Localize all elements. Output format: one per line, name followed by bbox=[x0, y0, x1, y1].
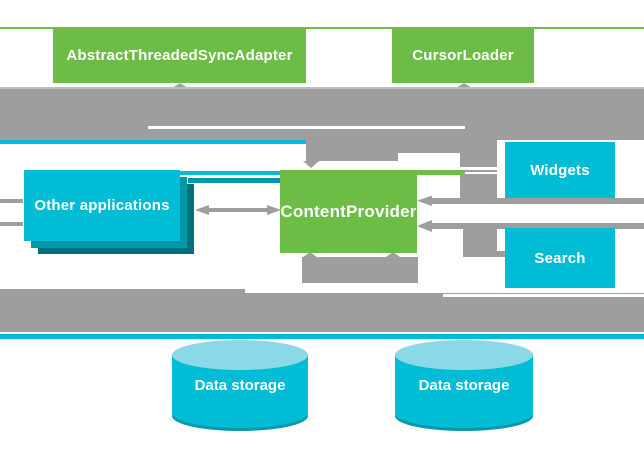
node-abstractthreadedsyncadapter: AbstractThreadedSyncAdapter bbox=[53, 28, 306, 83]
top-stretched-green-edge bbox=[0, 27, 644, 29]
arrow-up-trunk-right-icon bbox=[386, 252, 400, 257]
top-band-highlight bbox=[0, 87, 644, 89]
down-connector-a bbox=[306, 140, 398, 161]
stretched-green-edge bbox=[417, 170, 463, 175]
arrow-left-search-icon bbox=[417, 220, 432, 232]
left-margin-stub-1 bbox=[0, 199, 23, 203]
node-widgets: Widgets bbox=[505, 142, 615, 198]
node-otherapplications: Other applications bbox=[24, 170, 180, 241]
node-otherapplications-label: Other applications bbox=[34, 197, 170, 214]
node-abstractthreadedsyncadapter-label: AbstractThreadedSyncAdapter bbox=[66, 47, 293, 64]
bottom-band-gap-left bbox=[245, 289, 303, 293]
arrow-up-trunk-left-icon bbox=[303, 252, 317, 257]
right-column-divider-1 bbox=[420, 167, 497, 170]
otherapps-stretched-edge-2 bbox=[188, 178, 280, 183]
down-connector-a-divider bbox=[306, 161, 392, 164]
data-storage-left-label: Data storage bbox=[194, 376, 286, 394]
node-cursorloader-label: CursorLoader bbox=[412, 47, 514, 64]
arrow-right-contentprovider-icon bbox=[267, 205, 281, 215]
arrow-up-to-syncadapter-icon bbox=[172, 83, 188, 88]
otherapps-stretched-edge-1 bbox=[180, 171, 280, 175]
cylinder-stretched-edge bbox=[0, 334, 644, 339]
bottom-connector-band bbox=[0, 293, 644, 332]
right-column-divider-2 bbox=[465, 171, 505, 174]
top-band-divider bbox=[148, 125, 465, 129]
arrow-left-otherapps-icon bbox=[195, 205, 209, 215]
node-search-label: Search bbox=[534, 249, 586, 267]
arrow-left-widgets-icon bbox=[417, 195, 432, 206]
storage-trunk bbox=[302, 257, 418, 283]
left-margin-stub-2 bbox=[0, 222, 23, 226]
top-connector-band bbox=[0, 89, 644, 140]
down-connector-b-divider bbox=[398, 152, 460, 155]
node-contentprovider-label: ContentProvider bbox=[280, 201, 417, 221]
stretched-cyan-edge bbox=[0, 140, 306, 144]
arrow-up-to-cursorloader-icon bbox=[456, 83, 472, 88]
bottom-band-divider-right bbox=[443, 294, 644, 297]
search-arrow-band bbox=[428, 223, 644, 229]
cylinder-right-bottom bbox=[395, 398, 533, 428]
search-connector-stub bbox=[463, 251, 505, 257]
otherapps-arrow-shaft bbox=[206, 208, 271, 212]
node-cursorloader: CursorLoader bbox=[392, 28, 534, 83]
cylinder-left-top bbox=[172, 340, 308, 370]
down-connector-b bbox=[398, 140, 460, 153]
widgets-arrow-band bbox=[428, 198, 644, 204]
cylinder-left-bottom bbox=[172, 398, 308, 428]
arrow-down-to-contentprovider-icon bbox=[303, 161, 319, 168]
node-search: Search bbox=[505, 228, 615, 288]
node-contentprovider: ContentProvider bbox=[280, 170, 417, 253]
data-storage-right-label: Data storage bbox=[418, 376, 510, 394]
node-widgets-label: Widgets bbox=[530, 161, 590, 179]
bottom-band-left-edge bbox=[0, 289, 245, 294]
cylinder-right-top bbox=[395, 340, 533, 370]
